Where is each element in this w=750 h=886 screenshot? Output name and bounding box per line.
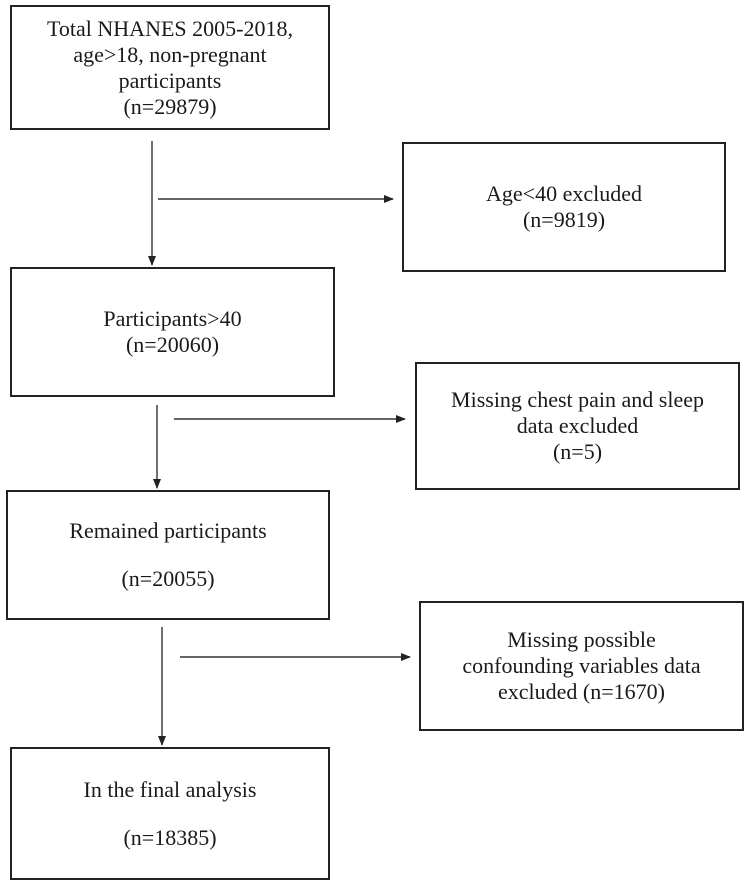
box-missing-chest-sleep: Missing chest pain and sleep data exclud… <box>415 362 740 490</box>
box-final-line-1: In the final analysis <box>83 776 257 802</box>
box-missing-confounding-line-3: excluded (n=1670) <box>498 679 665 704</box>
box-missing-confounding: Missing possible confounding variables d… <box>419 601 744 731</box>
box-remained-line-1: Remained participants <box>69 518 267 543</box>
box-participants-over-40: Participants>40 (n=20060) <box>10 267 335 397</box>
box-age-excluded-line-2: (n=9819) <box>522 207 606 232</box>
box-missing-confounding-line-1: Missing possible <box>507 627 656 652</box>
box-participants40-line-2: (n=20060) <box>125 332 220 357</box>
box-missing-chest-line-3: (n=5) <box>552 439 603 464</box>
box-total-line-3: participants <box>118 67 222 93</box>
box-final-analysis: In the final analysis (n=18385) <box>10 747 330 880</box>
box-remained-line-2: (n=20055) <box>121 566 215 591</box>
box-total-line-4: (n=29879) <box>123 93 217 119</box>
box-age-excluded: Age<40 excluded (n=9819) <box>402 142 726 272</box>
box-remained-participants: Remained participants (n=20055) <box>6 490 330 620</box>
box-missing-chest-line-2: data excluded <box>516 413 639 438</box>
box-missing-chest-line-1: Missing chest pain and sleep <box>451 387 704 412</box>
box-total-participants: Total NHANES 2005-2018, age>18, non-preg… <box>10 5 330 130</box>
box-final-line-2: (n=18385) <box>123 824 217 850</box>
box-missing-confounding-line-2: confounding variables data <box>462 653 701 678</box>
box-total-line-1: Total NHANES 2005-2018, <box>47 15 293 41</box>
box-total-line-2: age>18, non-pregnant <box>73 41 267 67</box>
box-participants40-line-1: Participants>40 <box>103 306 242 331</box>
box-age-excluded-line-1: Age<40 excluded <box>486 181 642 206</box>
